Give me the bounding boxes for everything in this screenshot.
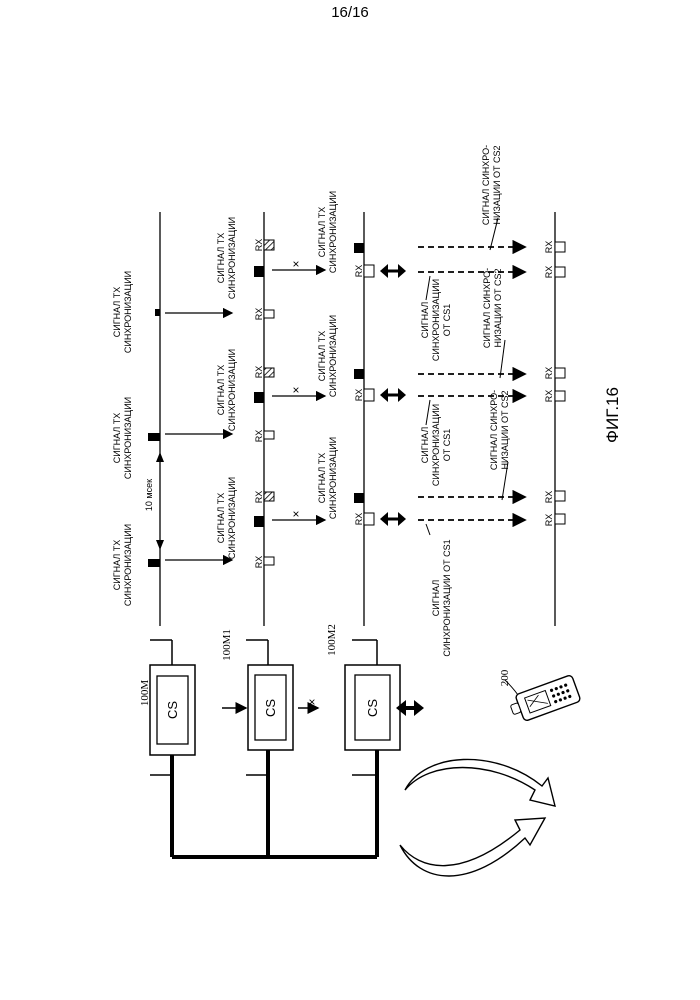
interval-label: 10 мсек [144, 479, 154, 511]
rx-label: RX [544, 514, 554, 527]
rx-label: RX [254, 366, 264, 379]
tx-sync-label-line2: СИНХРОНИЗАЦИИ [328, 315, 338, 397]
station-100M: CS 100M [139, 640, 195, 775]
rx-label: RX [544, 367, 554, 380]
blocked-mark: × [289, 260, 303, 267]
terminal-200: 200 [499, 669, 581, 724]
tx-sync-label-line2: СИНХРОНИЗАЦИИ [123, 397, 133, 479]
rx-label: RX [254, 430, 264, 443]
timeline-terminal: RX RX RX RX RX RX [544, 212, 565, 626]
timeline-100M1: RX RX RX RX RX RX СИГНАЛ ТХ СИНХРОНИЗАЦИ… [216, 212, 274, 626]
rx-label: RX [544, 241, 554, 254]
blocked-mark: × [289, 386, 303, 393]
tx-sync-label-line2: СИНХРОНИЗАЦИИ [227, 477, 237, 559]
dashed-sync-arrows [418, 218, 525, 535]
tx-sync-label-line1: СИГНАЛ ТХ [216, 233, 226, 283]
cs2-label-line2: НИЗАЦИИ ОТ CS2 [492, 145, 502, 224]
tx-sync-label-line2: СИНХРОНИЗАЦИИ [328, 191, 338, 273]
tx-sync-label-line2: СИНХРОНИЗАЦИИ [227, 349, 237, 431]
tx-sync-label-line1: СИГНАЛ ТХ [317, 331, 327, 381]
rx-label: RX [254, 491, 264, 504]
station-cs-label: CS [263, 699, 278, 717]
tx-sync-label-line1: СИГНАЛ ТХ [317, 207, 327, 257]
figure-label: ФИГ.16 [603, 387, 622, 443]
cs1-label-line2: СИНХРОНИЗАЦИИ ОТ CS1 [442, 539, 452, 656]
rx-label: RX [254, 308, 264, 321]
tx-sync-label-line1: СИГНАЛ ТХ [112, 287, 122, 337]
cs1-label-line2: СИНХРОНИЗАЦИИ [431, 279, 441, 361]
tx-sync-label-line1: СИГНАЛ ТХ [317, 453, 327, 503]
cs2-label-line1: СИГНАЛ СИНХРО- [481, 145, 491, 225]
tx-sync-label-line1: СИГНАЛ ТХ [216, 365, 226, 415]
rx-label: RX [354, 265, 364, 278]
tx-sync-label-line2: СИНХРОНИЗАЦИИ [227, 217, 237, 299]
station-ref-label: 100M [139, 680, 151, 707]
cs1-label-line1: СИГНАЛ [431, 580, 441, 617]
tx-sync-label-line2: СИНХРОНИЗАЦИИ [123, 524, 133, 606]
timeline-100M: 10 мсек СИГНАЛ ТХ СИНХРОНИЗАЦИИ СИГНАЛ Т… [112, 212, 164, 626]
tx-sync-label-line1: СИГНАЛ ТХ [112, 413, 122, 463]
tx-sync-label-line1: СИГНАЛ ТХ [216, 493, 226, 543]
rx-label: RX [354, 513, 364, 526]
tx-sync-label-line2: СИНХРОНИЗАЦИИ [328, 437, 338, 519]
cs1-label-line1: СИГНАЛ [420, 302, 430, 339]
cs1-label-line2: СИНХРОНИЗАЦИИ [431, 404, 441, 486]
rx-label: RX [544, 266, 554, 279]
station-bus [172, 750, 377, 857]
tx-sync-label-line2: СИНХРОНИЗАЦИИ [123, 271, 133, 353]
cs2-label-line2: НИЗАЦИИ ОТ CS2 [493, 268, 503, 347]
station-cs-label: CS [365, 699, 380, 717]
timeline-100M2: RX RX RX СИГНАЛ ТХ СИНХРОНИЗАЦИИ СИГНАЛ … [317, 191, 406, 626]
cs2-label-line1: СИГНАЛ СИНХРО- [489, 390, 499, 470]
station-cs-label: CS [165, 701, 180, 719]
blocked-mark: × [289, 510, 303, 517]
cs1-label-line3: ОТ CS1 [442, 429, 452, 462]
mobile-terminal-icon [508, 675, 581, 725]
movement-arrows [400, 759, 555, 876]
blocked-mark: × [305, 698, 319, 705]
cs2-label-line1: СИГНАЛ СИНХРО- [482, 268, 492, 348]
tx-sync-label-line1: СИГНАЛ ТХ [112, 540, 122, 590]
rx-label: RX [544, 390, 554, 403]
rx-label: RX [354, 389, 364, 402]
rx-label: RX [254, 556, 264, 569]
rx-label: RX [544, 491, 554, 504]
cs-labels: СИГНАЛ СИНХРОНИЗАЦИИ ОТ CS1 СИГНАЛ СИНХР… [420, 145, 510, 657]
cs1-label-line3: ОТ CS1 [442, 304, 452, 337]
cs2-label-line2: НИЗАЦИИ ОТ CS2 [500, 390, 510, 469]
cs1-label-line1: СИГНАЛ [420, 427, 430, 464]
station-ref-label: 100M1 [221, 629, 233, 661]
station-ref-label: 100M2 [326, 624, 338, 656]
rx-label: RX [254, 239, 264, 252]
